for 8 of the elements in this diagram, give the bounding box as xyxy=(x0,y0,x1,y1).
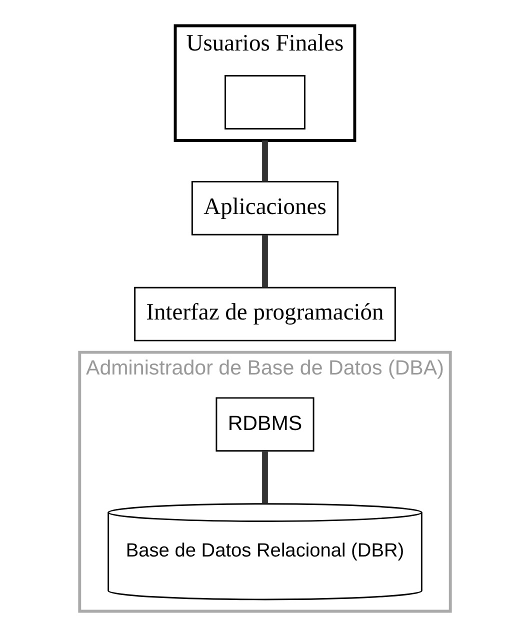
connector xyxy=(262,235,268,288)
node-box xyxy=(224,75,305,130)
cluster: Usuarios Finales xyxy=(173,24,356,142)
connector xyxy=(262,451,268,504)
node-box: RDBMS xyxy=(215,397,314,452)
node-box: Interfaz de programación xyxy=(134,286,396,342)
node-box: Aplicaciones xyxy=(190,180,338,236)
connector xyxy=(262,140,268,182)
